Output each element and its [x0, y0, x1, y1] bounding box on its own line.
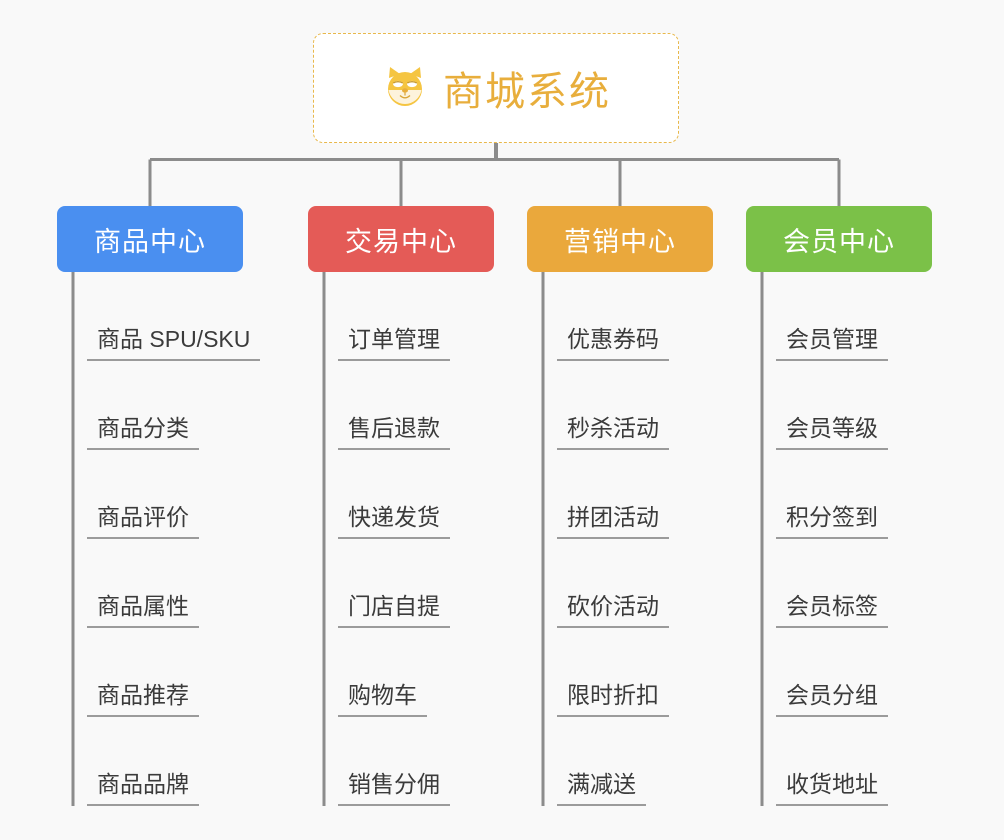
leaf-label: 销售分佣 [338, 771, 450, 806]
leaf-label: 积分签到 [776, 504, 888, 539]
leaf-label: 购物车 [338, 682, 427, 717]
leaf-item[interactable]: 商品分类 [57, 361, 243, 450]
category-node-4[interactable]: 会员中心 [746, 206, 932, 272]
leaf-label: 商品属性 [87, 593, 199, 628]
leaf-item[interactable]: 商品品牌 [57, 717, 243, 806]
leaf-item[interactable]: 商品 SPU/SKU [57, 272, 261, 361]
leaf-item[interactable]: 会员管理 [746, 272, 932, 361]
leaf-label: 拼团活动 [557, 504, 669, 539]
branch-column: 会员中心会员管理会员等级积分签到会员标签会员分组收货地址 [746, 206, 932, 806]
leaf-label: 商品推荐 [87, 682, 199, 717]
leaf-item[interactable]: 销售分佣 [308, 717, 494, 806]
leaf-list: 商品 SPU/SKU 商品分类商品评价商品属性商品推荐商品品牌 [57, 272, 261, 806]
branch-column: 商品中心商品 SPU/SKU 商品分类商品评价商品属性商品推荐商品品牌 [57, 206, 261, 806]
leaf-item[interactable]: 购物车 [308, 628, 494, 717]
leaf-item[interactable]: 会员标签 [746, 539, 932, 628]
category-node-2[interactable]: 交易中心 [308, 206, 494, 272]
leaf-list: 订单管理售后退款快递发货门店自提购物车销售分佣 [308, 272, 494, 806]
leaf-label: 收货地址 [776, 771, 888, 806]
dog-face-icon [381, 64, 429, 112]
leaf-label: 会员分组 [776, 682, 888, 717]
leaf-list: 会员管理会员等级积分签到会员标签会员分组收货地址 [746, 272, 932, 806]
leaf-item[interactable]: 限时折扣 [527, 628, 713, 717]
leaf-item[interactable]: 会员等级 [746, 361, 932, 450]
leaf-label: 秒杀活动 [557, 415, 669, 450]
branch-column: 营销中心优惠券码秒杀活动拼团活动砍价活动限时折扣满减送 [527, 206, 713, 806]
category-label: 营销中心 [564, 226, 676, 257]
root-node[interactable]: 商城系统 [313, 33, 679, 143]
leaf-list: 优惠券码秒杀活动拼团活动砍价活动限时折扣满减送 [527, 272, 713, 806]
leaf-item[interactable]: 满减送 [527, 717, 713, 806]
leaf-item[interactable]: 商品推荐 [57, 628, 243, 717]
category-node-1[interactable]: 商品中心 [57, 206, 243, 272]
category-label: 会员中心 [783, 226, 895, 257]
leaf-item[interactable]: 砍价活动 [527, 539, 713, 628]
leaf-item[interactable]: 订单管理 [308, 272, 494, 361]
leaf-item[interactable]: 会员分组 [746, 628, 932, 717]
leaf-item[interactable]: 门店自提 [308, 539, 494, 628]
leaf-item[interactable]: 商品评价 [57, 450, 243, 539]
leaf-label: 商品 SPU/SKU [87, 326, 261, 361]
leaf-label: 砍价活动 [557, 593, 669, 628]
leaf-label: 门店自提 [338, 593, 450, 628]
leaf-label: 订单管理 [338, 326, 450, 361]
leaf-item[interactable]: 售后退款 [308, 361, 494, 450]
leaf-label: 商品品牌 [87, 771, 199, 806]
leaf-label: 优惠券码 [557, 326, 669, 361]
root-title: 商城系统 [443, 70, 611, 114]
leaf-item[interactable]: 收货地址 [746, 717, 932, 806]
leaf-item[interactable]: 优惠券码 [527, 272, 713, 361]
branch-column: 交易中心订单管理售后退款快递发货门店自提购物车销售分佣 [308, 206, 494, 806]
leaf-label: 会员管理 [776, 326, 888, 361]
leaf-label: 商品分类 [87, 415, 199, 450]
leaf-item[interactable]: 秒杀活动 [527, 361, 713, 450]
category-node-3[interactable]: 营销中心 [527, 206, 713, 272]
category-label: 商品中心 [94, 226, 206, 257]
leaf-item[interactable]: 快递发货 [308, 450, 494, 539]
leaf-label: 会员标签 [776, 593, 888, 628]
leaf-label: 满减送 [557, 771, 646, 806]
leaf-label: 商品评价 [87, 504, 199, 539]
leaf-item[interactable]: 积分签到 [746, 450, 932, 539]
leaf-label: 会员等级 [776, 415, 888, 450]
leaf-label: 限时折扣 [557, 682, 669, 717]
leaf-item[interactable]: 拼团活动 [527, 450, 713, 539]
leaf-label: 快递发货 [338, 504, 450, 539]
leaf-item[interactable]: 商品属性 [57, 539, 243, 628]
category-label: 交易中心 [345, 226, 457, 257]
leaf-label: 售后退款 [338, 415, 450, 450]
